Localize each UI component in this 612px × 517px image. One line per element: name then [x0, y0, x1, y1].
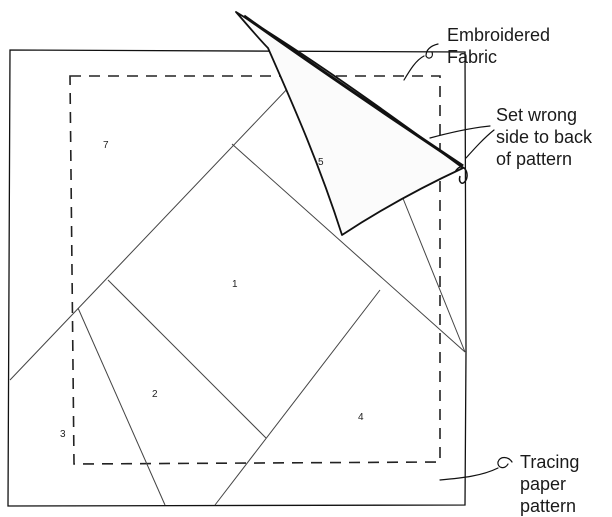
leader-tracing-paper	[439, 456, 513, 481]
section-number-4: 4	[358, 412, 364, 423]
embroidered-fabric-flap	[235, 11, 464, 236]
fabric-fold-edge	[243, 14, 464, 168]
piecing-lines	[9, 85, 466, 506]
fabric-corner-curl	[454, 166, 468, 184]
section-number-2: 2	[152, 389, 158, 400]
section-numbers: 7 5 1 2 3 4	[60, 140, 364, 440]
pattern-outline	[7, 49, 467, 507]
section-number-5: 5	[318, 157, 324, 168]
leader-lines	[403, 43, 513, 481]
tracing-paper-label: Tracing paper pattern	[520, 452, 580, 516]
leader-set-wrong-side	[429, 125, 495, 159]
set-wrong-side-label: Set wrong side to back of pattern	[496, 105, 593, 169]
leader-embroidered-fabric	[403, 43, 439, 81]
embroidered-fabric-label: Embroidered Fabric	[447, 25, 551, 67]
section-number-1: 1	[232, 279, 238, 290]
section-number-3: 3	[60, 429, 66, 440]
section-number-7: 7	[103, 140, 109, 151]
